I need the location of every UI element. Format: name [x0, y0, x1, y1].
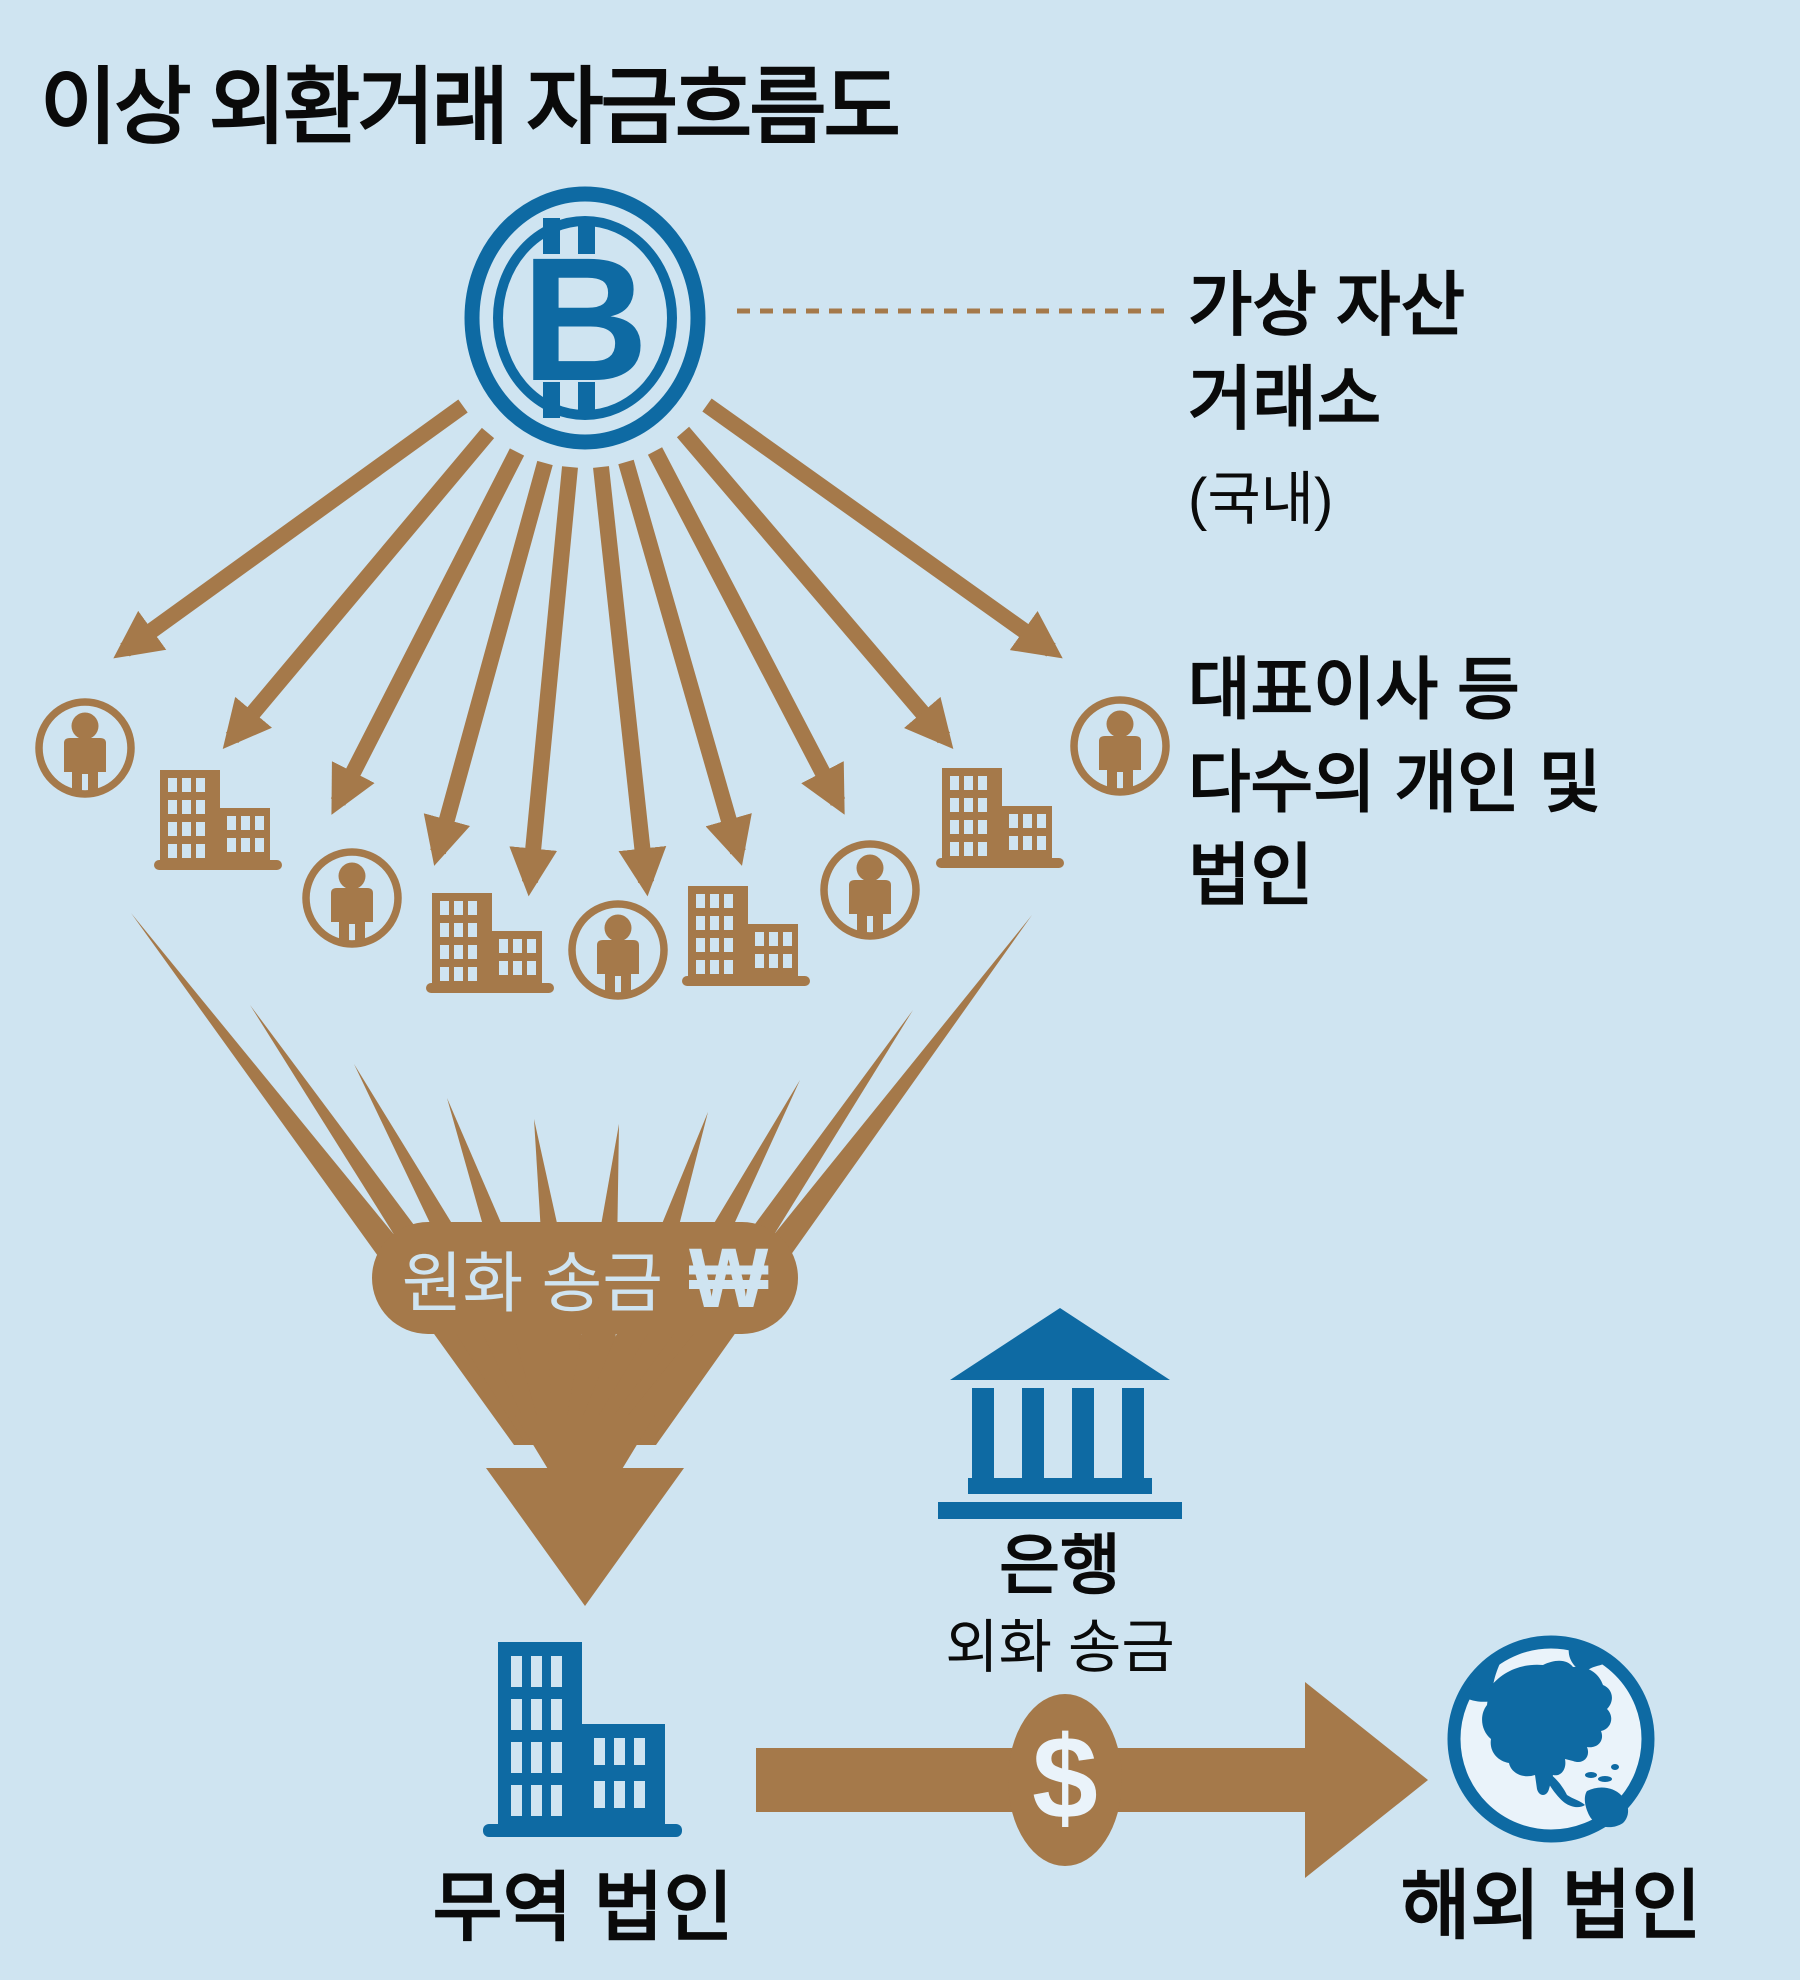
person-icon [572, 904, 664, 996]
person-icon [39, 702, 131, 794]
exchange-label: 가상 자산 거래소 [1188, 258, 1465, 446]
building-icon [936, 768, 1064, 868]
bank-label: 은행 [999, 1528, 1121, 1602]
office-building-icon [483, 1642, 682, 1837]
page-title: 이상 외환거래 자금흐름도 [40, 60, 901, 154]
won-symbol: ₩ [688, 1230, 769, 1325]
flow-arrow [113, 399, 468, 659]
won-transfer-label-group: 원화 송금 ₩ [372, 1222, 798, 1334]
recipients-label-line2: 다수의 개인 및 [1188, 745, 1602, 821]
flow-arrow [593, 466, 667, 897]
won-transfer-label: 원화 송금 [401, 1246, 663, 1320]
building-icon [154, 770, 282, 870]
dollar-badge [1008, 1694, 1122, 1866]
person-icon [306, 852, 398, 944]
big-down-arrowhead [486, 1468, 684, 1606]
globe-icon [1447, 1635, 1655, 1843]
flow-arrow [423, 460, 553, 866]
flow-arrow [509, 466, 578, 897]
recipients-label: 대표이사 등 다수의 개인 및 법인 [1188, 644, 1601, 923]
flow-arrow [647, 447, 846, 815]
trading-company-label: 무역 법인 [432, 1866, 734, 1951]
recipients-label-line3: 법인 [1188, 838, 1314, 914]
flow-arrow [330, 448, 525, 815]
exchange-label-line2: 거래소 [1188, 360, 1382, 438]
flow-arrow [676, 426, 954, 749]
bank-icon [938, 1308, 1182, 1519]
building-icon [682, 886, 810, 986]
fan-arrows [113, 398, 1063, 897]
converging-flow-spike [604, 915, 1032, 1445]
dollar-symbol: $ [1032, 1712, 1098, 1844]
recipients-label-line1: 대표이사 등 [1188, 652, 1520, 728]
flow-arrow [222, 427, 495, 750]
bank-sublabel: 외화 송금 [945, 1615, 1175, 1680]
overseas-company-label: 해외 법인 [1400, 1864, 1702, 1949]
exchange-sublabel: (국내) [1188, 467, 1334, 532]
won-transfer-pill [372, 1222, 798, 1334]
remittance-arrow: $ [756, 1682, 1428, 1878]
building-icon [426, 893, 554, 993]
person-icon [1074, 700, 1166, 792]
bitcoin-icon: B [464, 186, 706, 450]
flow-arrow [618, 459, 752, 866]
exchange-label-line1: 가상 자산 [1188, 266, 1466, 344]
flow-arrow [702, 398, 1063, 659]
person-icon [824, 844, 916, 936]
